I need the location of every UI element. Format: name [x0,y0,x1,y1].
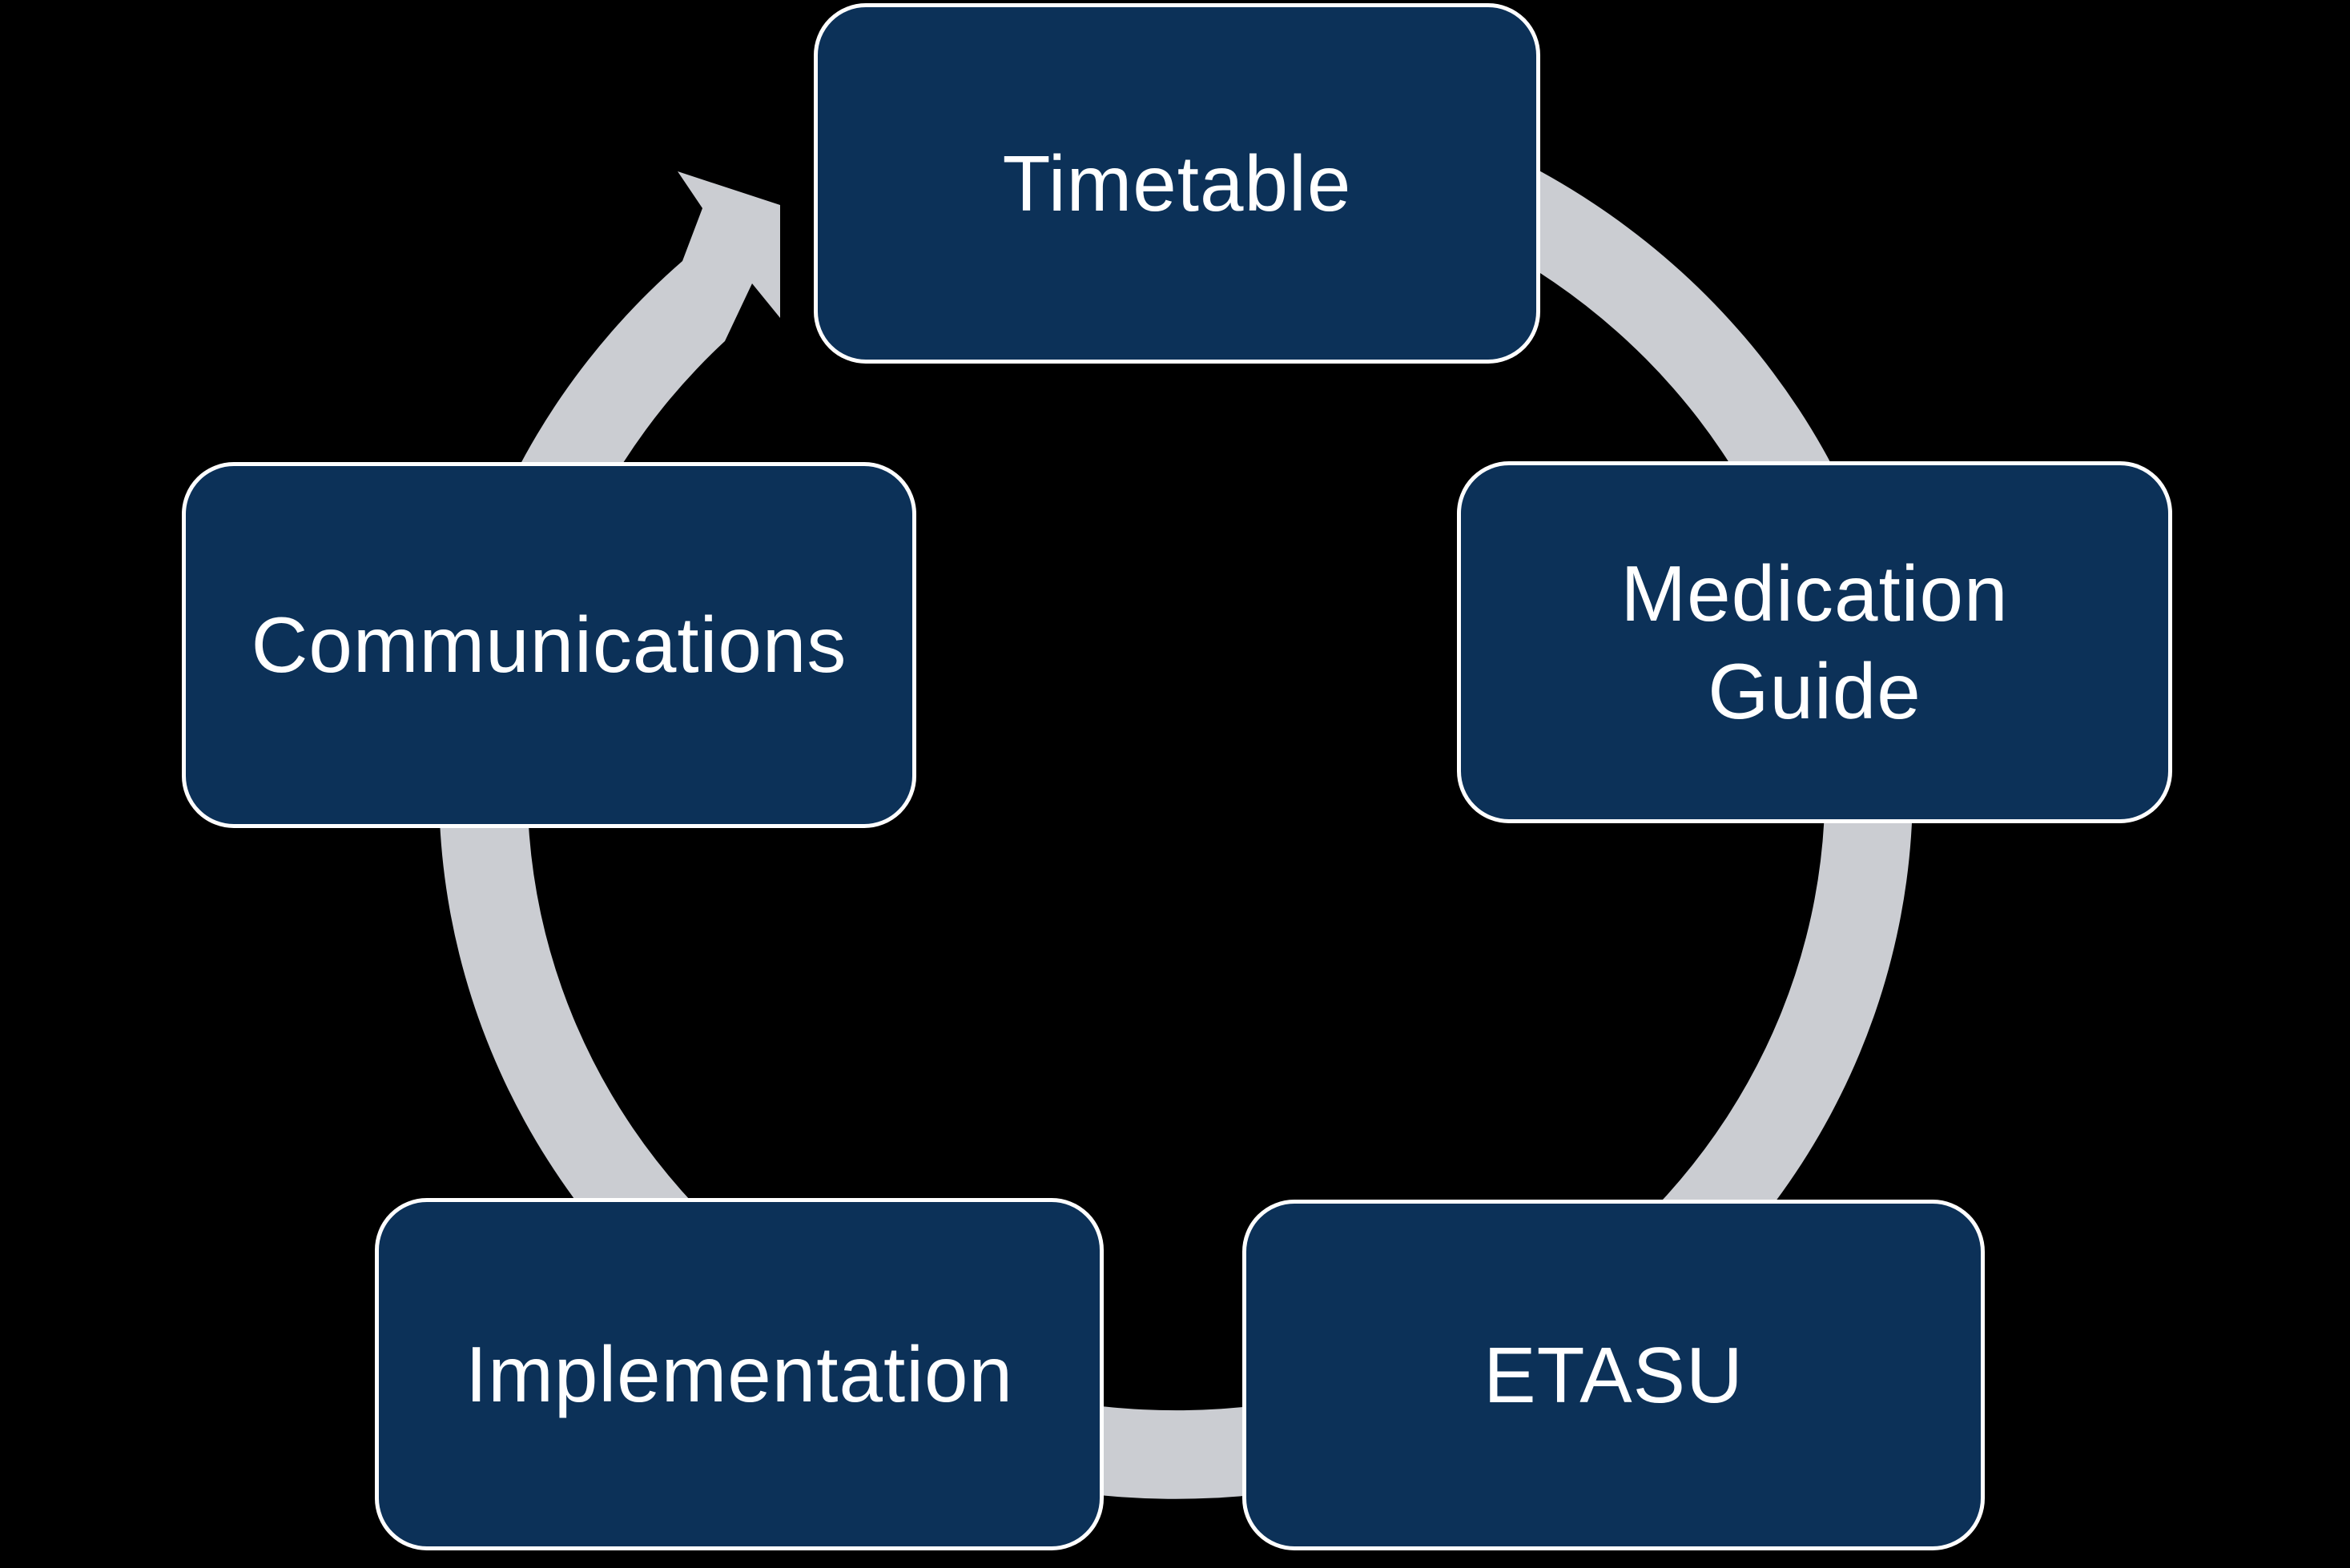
node-medication-guide: Medication Guide [1457,461,2172,823]
node-implementation: Implementation [375,1198,1104,1550]
node-communications: Communications [182,462,916,828]
node-label: ETASU [1483,1330,1744,1419]
node-label: Medication Guide [1620,549,2009,736]
node-etasu: ETASU [1242,1200,1985,1550]
node-label: Communications [251,601,847,690]
node-timetable: Timetable [814,3,1540,364]
node-label: Implementation [465,1329,1014,1418]
node-label: Timetable [1002,139,1352,227]
